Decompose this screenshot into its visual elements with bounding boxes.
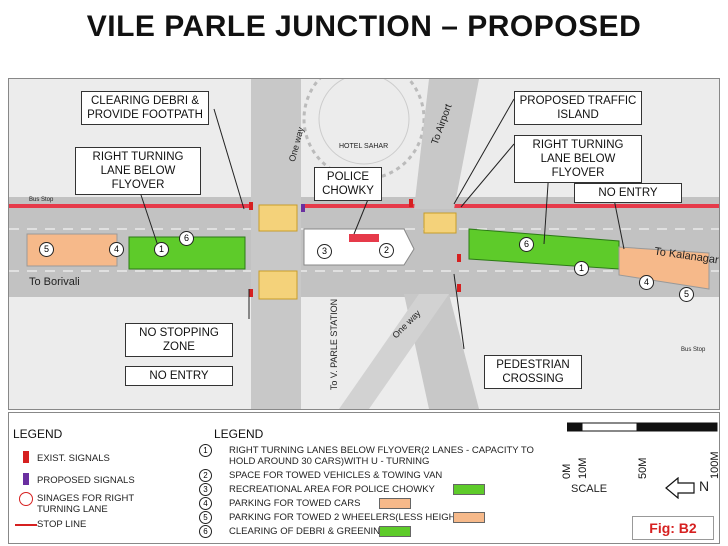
marker-1-left: 1: [154, 242, 169, 257]
callout-right-turn-right: RIGHT TURNING LANE BELOW FLYOVER: [514, 135, 642, 183]
marker-4-right: 4: [639, 275, 654, 290]
proposed-signal-swatch: [23, 473, 29, 485]
scale-tick-50: 50M: [637, 457, 649, 479]
bus-stop-left-label: Bus Stop: [29, 197, 54, 203]
callout-proposed-island: PROPOSED TRAFFIC ISLAND: [514, 91, 642, 125]
orange-swatch-5: [453, 512, 485, 523]
legend-item-1: RIGHT TURNING LANES BELOW FLYOVER(2 LANE…: [229, 445, 534, 467]
north-label: N: [699, 478, 710, 494]
marker-5-right: 5: [679, 287, 694, 302]
legend-item-2: SPACE FOR TOWED VEHICLES & TOWING VAN: [229, 470, 443, 481]
callout-pedestrian: PEDESTRIAN CROSSING: [484, 355, 582, 389]
legend-right-title: LEGEND: [214, 427, 264, 441]
scale-tick-0: 0M: [561, 463, 573, 479]
hotel-label: HOTEL SAHAR: [339, 143, 389, 150]
legend-item-6: CLEARING OF DEBRI & GREENING: [229, 526, 388, 537]
marker-3: 3: [317, 244, 332, 259]
legend-stop-line: STOP LINE: [37, 519, 87, 530]
legend-num-6: 6: [199, 525, 212, 538]
scale-tick-10: 10M: [577, 457, 589, 479]
legend-item-3: RECREATIONAL AREA FOR POLICE CHOWKY: [229, 484, 435, 495]
page-title: VILE PARLE JUNCTION – PROPOSED: [86, 10, 642, 43]
legend-panel: LEGEND EXIST. SIGNALS PROPOSED SIGNALS S…: [8, 412, 721, 544]
to-vparle-label: To V. PARLE STATION: [329, 298, 340, 391]
scale-bar: [567, 422, 718, 432]
callout-no-entry-bottom: NO ENTRY: [125, 366, 233, 386]
legend-num-1: 1: [199, 444, 212, 457]
marker-1-right: 1: [574, 261, 589, 276]
scale-tick-100: 100M: [709, 451, 721, 479]
legend-item-5: PARKING FOR TOWED 2 WHEELERS(LESS HEIGHT…: [229, 512, 465, 523]
orange-swatch-4: [379, 498, 411, 509]
sign-icon: [19, 492, 33, 506]
callout-no-stopping: NO STOPPING ZONE: [125, 323, 233, 357]
stop-line-swatch: [15, 524, 37, 526]
legend-exist-signals: EXIST. SIGNALS: [37, 453, 110, 464]
callout-police-chowky: POLICE CHOWKY: [314, 167, 382, 201]
callout-no-entry-right: NO ENTRY: [574, 183, 682, 203]
green-swatch-3: [453, 484, 485, 495]
figure-label: Fig: B2: [632, 516, 714, 540]
exist-signal-swatch: [23, 451, 29, 463]
marker-4-left: 4: [109, 242, 124, 257]
legend-proposed-signals: PROPOSED SIGNALS: [37, 475, 135, 486]
legend-left-title: LEGEND: [13, 427, 63, 441]
marker-2: 2: [379, 243, 394, 258]
legend-num-4: 4: [199, 497, 212, 510]
legend-num-2: 2: [199, 469, 212, 482]
bus-stop-right-label: Bus Stop: [681, 347, 706, 353]
north-arrow-icon: [665, 477, 695, 499]
marker-6-right: 6: [519, 237, 534, 252]
callout-clearing-debri: CLEARING DEBRI & PROVIDE FOOTPATH: [81, 91, 209, 125]
marker-6-left: 6: [179, 231, 194, 246]
junction-map: To Borivali To Kalanagar To Airport To V…: [8, 78, 720, 410]
callout-right-turn-left: RIGHT TURNING LANE BELOW FLYOVER: [75, 147, 201, 195]
green-swatch-6: [379, 526, 411, 537]
scale-label: SCALE: [571, 483, 608, 495]
to-borivali-label: To Borivali: [29, 276, 80, 288]
legend-num-5: 5: [199, 511, 212, 524]
map-drawing: [9, 79, 719, 409]
legend-num-3: 3: [199, 483, 212, 496]
legend-sinages: SINAGES FOR RIGHT TURNING LANE: [37, 493, 134, 515]
marker-5-left: 5: [39, 242, 54, 257]
legend-item-4: PARKING FOR TOWED CARS: [229, 498, 361, 509]
